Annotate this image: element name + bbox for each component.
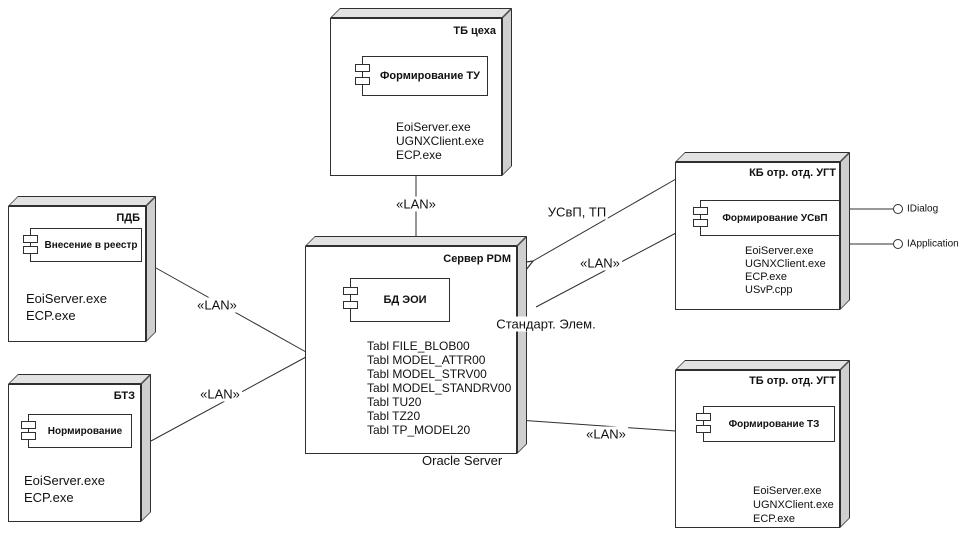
file-name: UGNXClient.exe [753,499,834,511]
component-label: Формирование ТУ [380,70,480,82]
node-front-face [675,370,840,528]
lan-label-top: «LAN» [394,196,438,212]
component-label: Нормирование [47,425,123,437]
file-name: EoiServer.exe [753,485,822,497]
table-name: Tabl TU20 [367,395,422,409]
component-formirovanie-tu: Формирование ТУ [355,56,488,96]
node-front-face [675,162,840,310]
node-pdb: ПДБ Внесение в реестр EoiServer.exe ECP.… [8,196,156,342]
node-file-list: EoiServer.exe ECP.exe [24,472,105,506]
node-side-face [141,374,151,522]
table-name: Tabl MODEL_STANDRV00 [367,381,512,395]
node-side-face [502,8,512,176]
flow-label-usvp-tp: УСвП, ТП [545,204,609,220]
file-name: ECP.exe [24,490,74,505]
node-btz: БТЗ Нормирование EoiServer.exe ECP.exe [8,374,151,522]
component-tab-icon [355,63,370,72]
component-label: Внесение в реестр [44,239,138,251]
node-top-face [305,236,527,246]
component-formirovanie-tz: Формирование ТЗ [696,406,835,442]
node-title: БТЗ [113,390,135,402]
file-name: EoiServer.exe [26,291,107,306]
file-name: ECP.exe [396,148,442,162]
node-file-list: EoiServer.exe UGNXClient.exe ECP.exe [396,120,484,162]
node-file-list: EoiServer.exe UGNXClient.exe ECP.exe USv… [745,245,826,297]
node-top-face [330,8,512,18]
node-title: Сервер PDM [443,253,511,265]
node-file-list: EoiServer.exe ECP.exe [26,290,107,324]
node-file-list: EoiServer.exe UGNXClient.exe ECP.exe [753,484,834,526]
file-name: ECP.exe [745,271,787,283]
node-front-face [8,384,141,522]
node-pdm-server: Сервер PDM БД ЭОИ Tabl FILE_BLOB00 Tabl … [305,236,527,454]
component-label: Формирование ТЗ [728,418,820,430]
file-name: UGNXClient.exe [745,258,826,270]
node-front-face [330,18,502,176]
node-table-list: Tabl FILE_BLOB00 Tabl MODEL_ATTR00 Tabl … [367,339,511,437]
interface-label-idialog: IDialog [907,203,939,215]
component-tab-icon [693,218,708,227]
file-name: ECP.exe [26,308,76,323]
file-name: ECP.exe [753,513,795,525]
node-top-face [8,374,151,384]
node-shop-tb: ТБ цеха Формирование ТУ EoiServer.exe UG… [330,8,512,176]
file-name: EoiServer.exe [396,120,471,134]
table-name: Tabl FILE_BLOB00 [367,339,470,353]
node-kb-ugt: КБ отр. отд. УГТ Формирование УСвП EoiSe… [675,152,850,310]
interface-label-iapplication: IApplication [907,238,959,250]
file-name: UGNXClient.exe [396,134,485,148]
node-top-face [8,196,156,206]
node-side-face [146,196,156,342]
component-bd-eoi: БД ЭОИ [343,278,450,322]
component-tab-icon [693,207,708,216]
component-label: БД ЭОИ [383,294,427,306]
node-top-face [675,360,850,370]
flow-label-standard-elem: Стандарт. Элем. [494,316,598,332]
component-tab-icon [21,431,36,440]
component-tab-icon [696,413,711,422]
component-label: Формирование УСвП [722,212,828,224]
file-name: EoiServer.exe [745,245,814,257]
lan-label-pdb: «LAN» [195,297,239,313]
file-name: USvP.cpp [745,284,793,296]
node-tb-ugt: ТБ отр. отд. УГТ Формирование ТЗ EoiServ… [675,360,850,528]
node-title: ТБ отр. отд. УГТ [749,375,836,387]
node-side-face [840,360,850,528]
node-title: ПДБ [116,212,140,224]
component-vnesenie-v-reestr: Внесение в реестр [23,228,142,262]
node-title: КБ отр. отд. УГТ [749,167,836,179]
component-normirovanie: Нормирование [21,414,132,448]
lan-label-kb: «LAN» [578,255,622,271]
table-name: Tabl MODEL_ATTR00 [367,353,486,367]
component-tab-icon [696,424,711,433]
table-name: Tabl TZ20 [367,409,421,423]
component-tab-icon [23,234,38,243]
table-name: Tabl TP_MODEL20 [367,423,471,437]
component-tab-icon [355,76,370,85]
component-formirovanie-usvp: Формирование УСвП [693,200,840,236]
node-side-face [517,236,527,454]
component-tab-icon [21,420,36,429]
lan-label-tb: «LAN» [584,426,628,442]
node-title: ТБ цеха [453,25,496,37]
node-top-face [675,152,850,162]
component-tab-icon [343,300,358,309]
table-name: Tabl MODEL_STRV00 [367,367,487,381]
node-side-face [840,152,850,310]
oracle-server-caption: Oracle Server [422,453,503,468]
component-tab-icon [343,286,358,295]
lan-label-btz: «LAN» [198,386,242,402]
component-tab-icon [23,245,38,254]
file-name: EoiServer.exe [24,473,105,488]
